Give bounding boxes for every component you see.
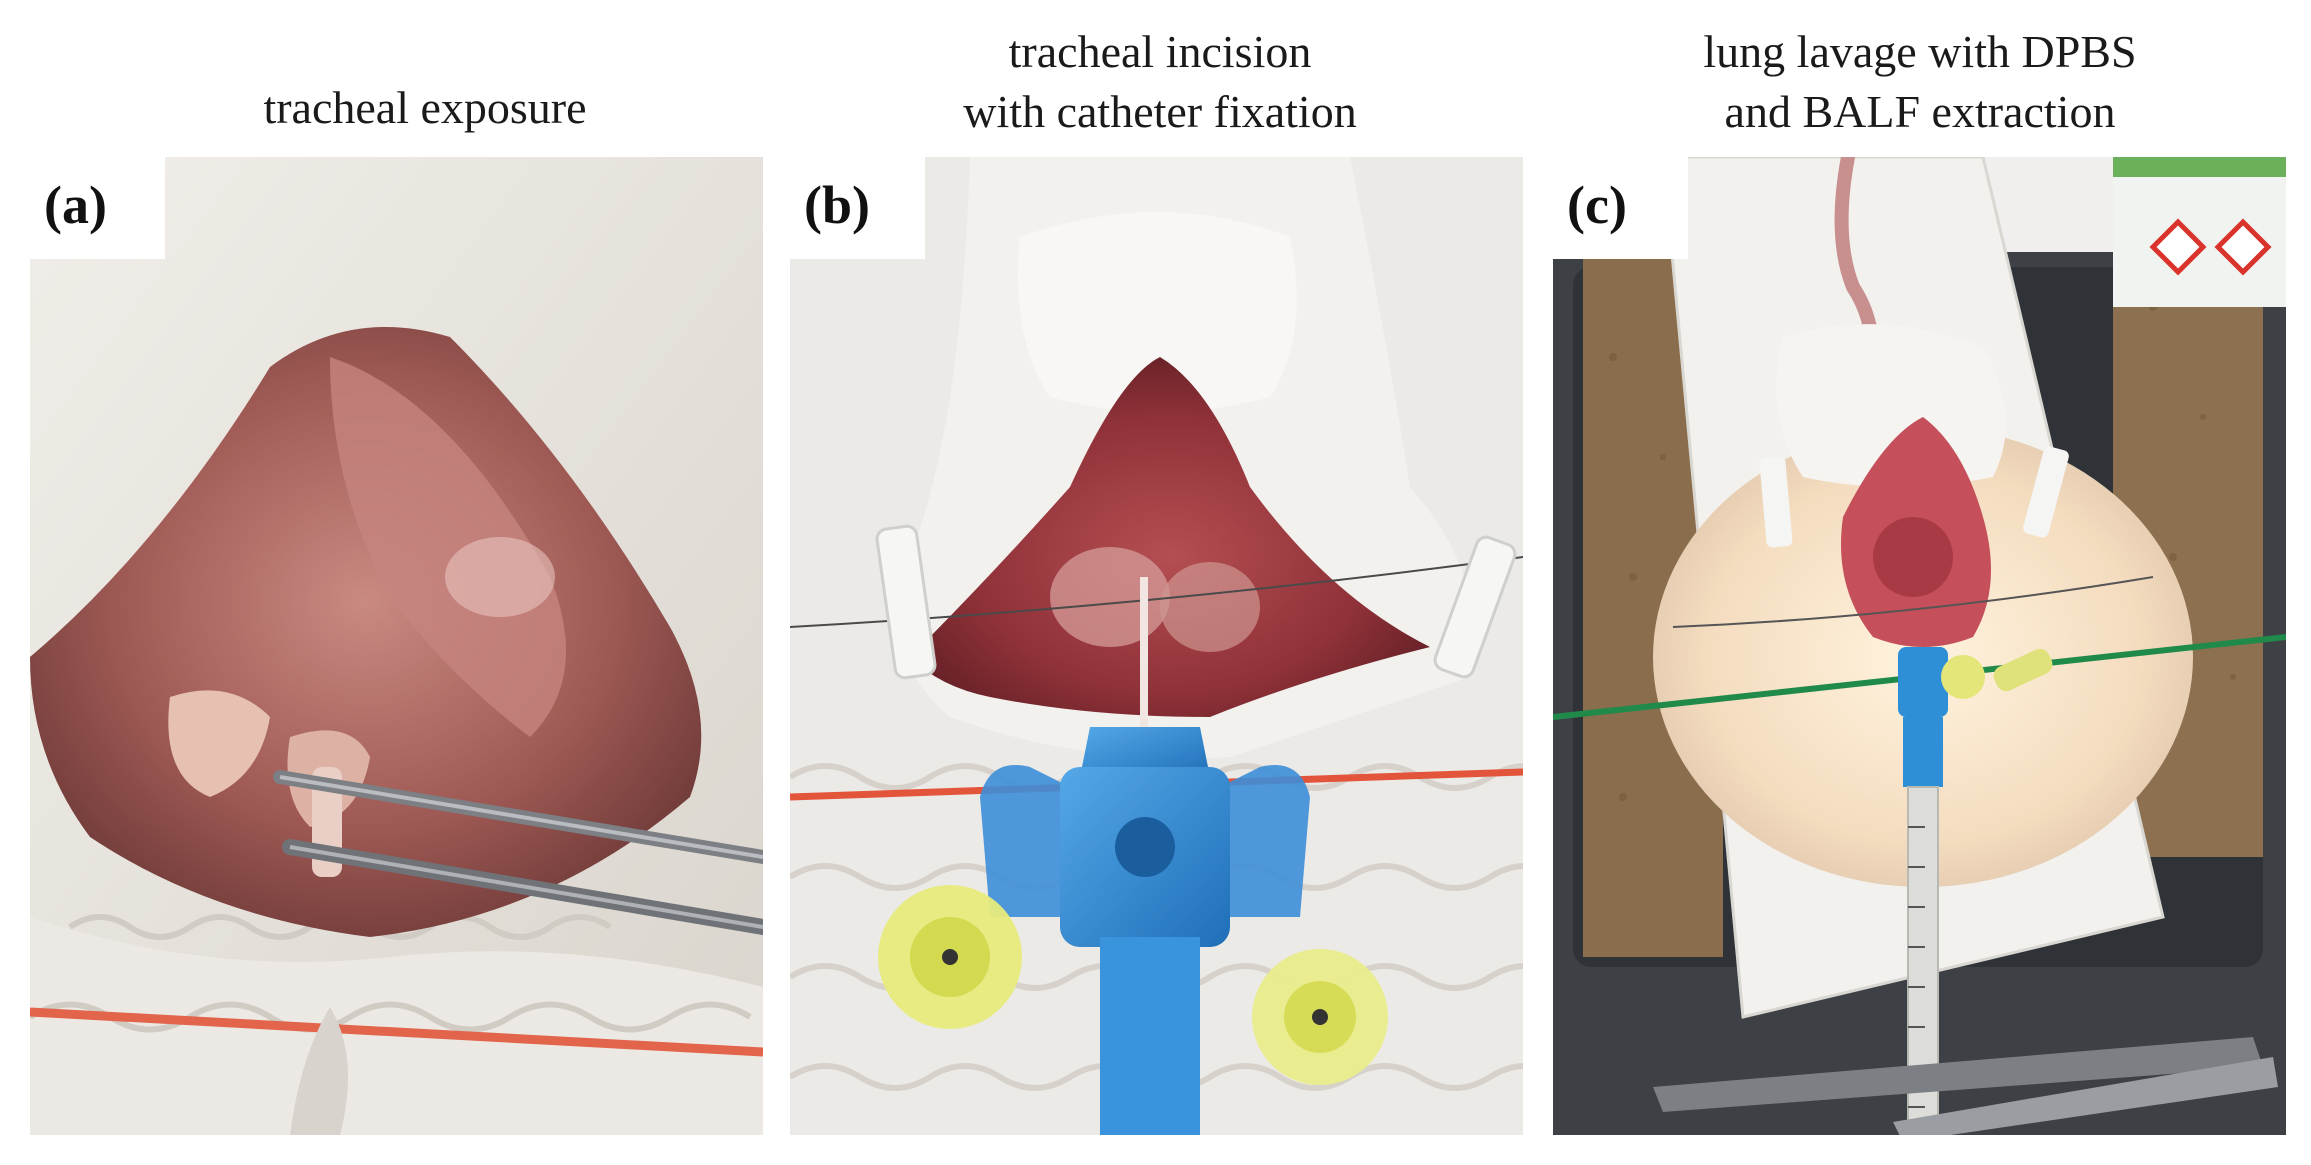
panel-label-a: (a) <box>44 175 107 235</box>
caption-c-line-2: and BALF extraction <box>1724 86 2116 137</box>
caption-b-line-1: tracheal incision <box>1008 26 1312 77</box>
panel-label-c: (c) <box>1567 175 1627 235</box>
caption-b-line-2: with catheter fixation <box>963 86 1357 137</box>
panel-label-a-box: (a) <box>30 157 165 259</box>
caption-c: lung lavage with DPBS and BALF extractio… <box>1550 22 2290 142</box>
photo-b-illustration <box>790 157 1523 1135</box>
caption-c-line-1: lung lavage with DPBS <box>1703 26 2137 77</box>
caption-b: tracheal incision with catheter fixation <box>790 22 1530 142</box>
photo-panel-c: (c) <box>1553 157 2286 1135</box>
incision-b <box>910 357 1430 717</box>
panel-label-b-box: (b) <box>790 157 925 259</box>
panel-label-c-box: (c) <box>1553 157 1688 259</box>
photo-c-illustration <box>1553 157 2286 1135</box>
photo-panel-a: (a) <box>30 157 763 1135</box>
caption-a-line-1: tracheal exposure <box>263 82 587 133</box>
caption-a: tracheal exposure <box>30 78 820 138</box>
photo-panel-b: (b) <box>790 157 1523 1135</box>
photo-a-illustration <box>30 157 763 1135</box>
panel-label-b: (b) <box>804 175 870 235</box>
